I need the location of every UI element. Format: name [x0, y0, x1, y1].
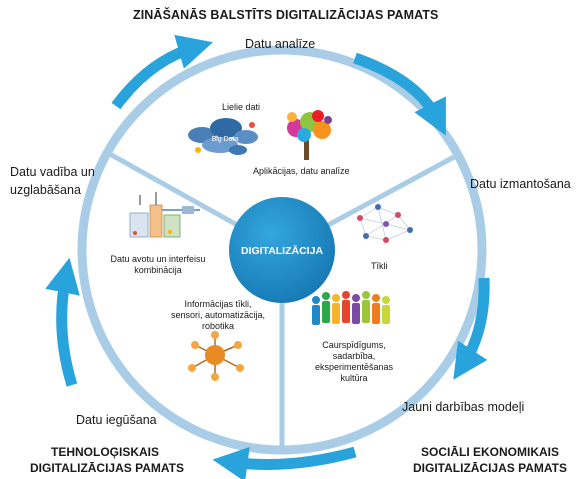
arrow-top-left	[111, 34, 213, 110]
socioeconomic-foundation-title: SOCIĀLI EKONOMIKAIS DIGITALIZĀCIJAS PAMA…	[405, 444, 575, 476]
label-applications: Aplikācijas, datu analīze	[253, 166, 350, 176]
label-data-acquisition: Datu iegūšana	[76, 413, 157, 427]
network-icon	[357, 204, 413, 243]
arrow-left	[45, 257, 80, 387]
diagram-title: ZINĀŠANĀS BALSTĪTS DIGITALIZĀCIJAS PAMAT…	[133, 8, 439, 22]
label-data-sources-line1: Datu avotu un interfeisu	[110, 254, 206, 264]
socioeconomic-foundation-line2: DIGITALIZĀCIJAS PAMATS	[413, 461, 567, 475]
label-data-sources: Datu avotu un interfeisu kombinācija	[96, 254, 220, 276]
arrow-right	[453, 277, 490, 380]
technological-foundation-line2: DIGITALIZĀCIJAS PAMATS	[30, 461, 184, 475]
data-sources-icon	[129, 192, 200, 238]
center-circle	[229, 197, 335, 303]
label-information-networks-line1: Informācijas tīkli,	[184, 299, 252, 309]
globe-network-icon	[188, 331, 244, 381]
label-networks: Tīkli	[371, 261, 388, 271]
big-data-cloud-icon: Big Data	[188, 118, 258, 155]
label-new-business-models: Jauni darbības modeļi	[402, 400, 525, 414]
center-label: DIGITALIZĀCIJA	[241, 245, 323, 257]
technological-foundation-title: TEHNOLOĢISKAIS DIGITALIZĀCIJAS PAMATS	[30, 444, 184, 476]
label-data-management-line1: Datu vadība un	[10, 165, 95, 179]
tree-icon	[287, 110, 332, 160]
label-data-usage: Datu izmantošana	[470, 177, 571, 191]
socioeconomic-foundation-line1: SOCIĀLI EKONOMIKAIS	[420, 445, 559, 459]
label-information-networks-line3: robotika	[201, 321, 235, 331]
label-data-sources-line2: kombinācija	[134, 265, 182, 275]
label-culture-line2: sadarbība,	[332, 351, 376, 361]
arrow-top-right	[353, 52, 446, 136]
label-culture-line3: eksperimentēšanas	[314, 362, 394, 372]
label-data-management-line2: uzglabāšana	[10, 183, 81, 197]
svg-text:Big Data: Big Data	[212, 136, 239, 143]
label-data-analysis: Datu analīze	[245, 37, 316, 51]
label-information-networks-line2: sensori, automatizācija,	[170, 310, 266, 320]
technological-foundation-line1: TEHNOLOĢISKAIS	[50, 445, 159, 459]
label-culture: Caurspīdīgums, sadarbība, eksperimentēša…	[306, 340, 402, 384]
label-culture-line4: kultūra	[340, 373, 368, 383]
people-icon	[312, 291, 390, 325]
label-information-networks: Informācijas tīkli, sensori, automatizāc…	[158, 299, 278, 332]
arrow-bottom	[212, 446, 357, 479]
label-culture-line1: Caurspīdīgums,	[322, 340, 386, 350]
label-big-data: Lielie dati	[222, 102, 261, 112]
